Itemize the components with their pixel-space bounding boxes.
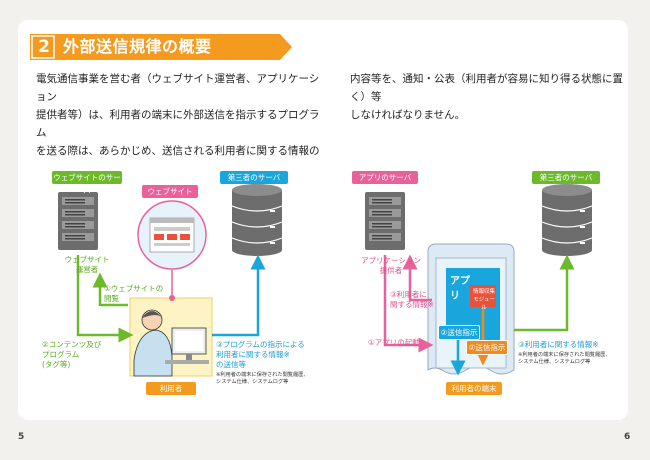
paragraph-left: 電気通信事業を営む者（ウェブサイト運営者、アプリケーション 提供者等）は、利用者… bbox=[36, 73, 320, 157]
provider-label: アプリケーション 提供者 bbox=[361, 256, 421, 275]
third-party-db-icon-right bbox=[541, 184, 593, 256]
app-label: アプリ bbox=[450, 276, 470, 302]
send-instruction-orange: ②送信指示 bbox=[466, 340, 508, 355]
website-icon bbox=[137, 200, 207, 270]
device-label: 利用者の端末 bbox=[446, 382, 502, 395]
send-info-label-left: ③プログラムの指示による 利用者に関する情報※ の送信等 bbox=[216, 340, 305, 369]
browse-label: ①ウェブサイトの 閲覧 bbox=[104, 284, 164, 303]
content-program-label: ②コンテンツ及び プログラム (タグ等) bbox=[42, 340, 102, 369]
third-party-db-icon-left bbox=[231, 184, 283, 256]
operator-label: ウェブサイト 運営者 bbox=[64, 255, 110, 274]
note-left: ※利用者の端末に保存された閲覧履歴、 システム仕様、システムログ等 bbox=[216, 372, 309, 385]
app-server-label: アプリのサーバ bbox=[352, 171, 418, 184]
send-instruction-blue: ②送信指示 bbox=[438, 325, 480, 340]
note-right: ※利用者の端末に保存された閲覧履歴、 システム仕様、システムログ等 bbox=[518, 352, 611, 365]
web-server-icon bbox=[58, 192, 98, 250]
paragraph-right: 内容等を、通知・公表（利用者が容易に知り得る状態に置く）等 しなければなりません… bbox=[350, 73, 623, 121]
send-info-label-right: ③利用者に関する情報※ bbox=[518, 340, 599, 349]
app-server-icon bbox=[365, 192, 405, 250]
user-illustration bbox=[129, 297, 213, 377]
web-server-label: ウェブサイトのサーバ bbox=[52, 171, 122, 195]
page-number-right: 6 bbox=[624, 432, 631, 442]
user-info-label: ③利用者に 関する情報※ bbox=[390, 290, 434, 309]
section-number: 2 bbox=[38, 37, 50, 57]
app-launch-label: ①アプリの起動 bbox=[368, 338, 420, 347]
module-label: 情報収集 モジュール bbox=[472, 289, 495, 311]
page-number-left: 5 bbox=[18, 432, 25, 442]
page-card bbox=[18, 20, 628, 420]
website-label: ウェブサイト bbox=[142, 185, 198, 198]
user-label: 利用者 bbox=[146, 382, 196, 395]
section-title: 外部送信規律の概要 bbox=[63, 37, 212, 56]
third-party-server-label-right: 第三者のサーバ bbox=[532, 171, 600, 184]
section-banner bbox=[30, 34, 292, 60]
third-party-server-label-left: 第三者のサーバ bbox=[220, 171, 288, 184]
